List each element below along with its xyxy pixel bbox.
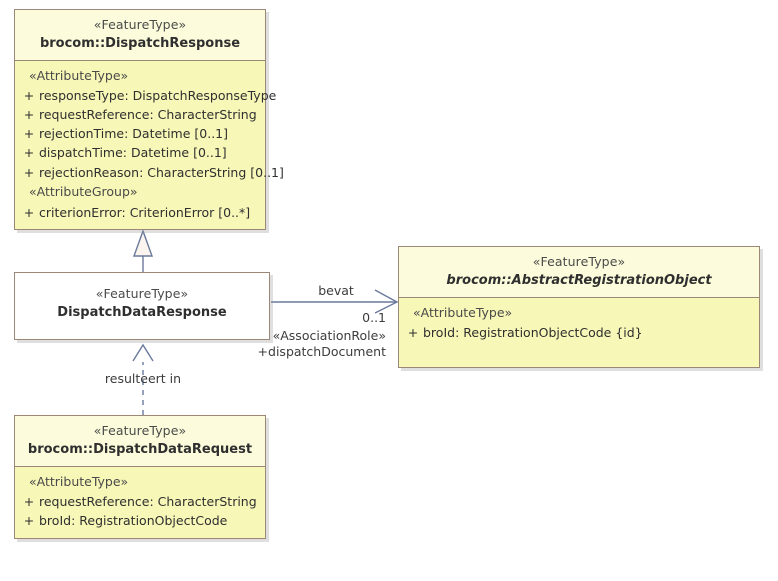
attribute-row[interactable]: + dispatchTime: Datetime [0..1] — [19, 144, 261, 163]
attribute-row[interactable]: + requestReference: CharacterString — [19, 106, 261, 125]
association-role-stereotype: «AssociationRole» — [272, 328, 386, 343]
attribute-visibility: + — [23, 164, 35, 180]
attribute-visibility: + — [23, 126, 35, 142]
attribute-row[interactable]: + rejectionReason: CharacterString [0..1… — [19, 163, 284, 182]
attribute-visibility: + — [23, 107, 35, 123]
attribute-text: responseType: DispatchResponseType — [39, 88, 277, 104]
class-box-dispatch-data-response[interactable]: «FeatureType» DispatchDataResponse — [14, 272, 270, 340]
class-name: brocom::AbstractRegistrationObject — [446, 272, 712, 288]
class-header-dispatch-data-request: «FeatureType» brocom::DispatchDataReques… — [15, 416, 265, 466]
attribute-visibility: + — [23, 494, 35, 510]
class-stereotype: «FeatureType» — [532, 254, 626, 269]
attribute-row[interactable]: + responseType: DispatchResponseType — [19, 87, 277, 106]
attribute-text: requestReference: CharacterString — [39, 494, 257, 510]
attribute-group-label: «AttributeType» — [29, 473, 129, 489]
class-stereotype: «FeatureType» — [93, 17, 187, 32]
attribute-text: broId: RegistrationObjectCode — [39, 513, 228, 529]
class-header-dispatch-response: «FeatureType» brocom::DispatchResponse — [15, 10, 265, 60]
attribute-visibility: + — [23, 145, 35, 161]
attribute-row[interactable]: + requestReference: CharacterString — [19, 493, 261, 512]
class-box-dispatch-data-request[interactable]: «FeatureType» brocom::DispatchDataReques… — [14, 415, 266, 539]
attribute-group-label: «AttributeGroup» — [29, 184, 138, 200]
generalization-connector[interactable] — [133, 228, 153, 272]
attribute-row[interactable]: + rejectionTime: Datetime [0..1] — [19, 125, 261, 144]
compartment-divider — [399, 296, 759, 298]
class-name: brocom::DispatchResponse — [39, 35, 241, 51]
attribute-text: requestReference: CharacterString — [39, 107, 257, 123]
class-attributes-dispatch-data-request: «AttributeType» + requestReference: Char… — [15, 466, 265, 538]
attribute-group-label: «AttributeType» — [29, 67, 129, 83]
association-name-label: bevat — [318, 283, 354, 298]
class-stereotype: «FeatureType» — [93, 423, 187, 438]
attribute-visibility: + — [23, 204, 35, 220]
class-attributes-abstract-registration-object: «AttributeType» + broId: RegistrationObj… — [399, 297, 759, 367]
attribute-text: rejectionTime: Datetime [0..1] — [39, 126, 229, 142]
attribute-text: criterionError: CriterionError [0..*] — [39, 204, 251, 220]
attribute-text: rejectionReason: CharacterString [0..1] — [39, 164, 284, 180]
class-name: DispatchDataResponse — [57, 304, 227, 320]
compartment-divider — [15, 59, 265, 61]
class-stereotype: «FeatureType» — [95, 286, 189, 301]
attribute-text: dispatchTime: Datetime [0..1] — [39, 145, 227, 161]
attribute-visibility: + — [23, 88, 35, 104]
attribute-row[interactable]: + broId: RegistrationObjectCode {id} — [403, 324, 755, 343]
class-box-dispatch-response[interactable]: «FeatureType» brocom::DispatchResponse «… — [14, 9, 284, 231]
class-header-abstract-registration-object: «FeatureType» brocom::AbstractRegistrati… — [399, 247, 759, 297]
class-header-dispatch-data-response: «FeatureType» DispatchDataResponse — [15, 273, 269, 329]
class-box-abstract-registration-object[interactable]: «FeatureType» brocom::AbstractRegistrati… — [398, 246, 760, 368]
realization-label: resulteert in — [104, 371, 182, 386]
attribute-row[interactable]: + criterionError: CriterionError [0..*] — [19, 203, 261, 222]
attribute-row[interactable]: + broId: RegistrationObjectCode — [19, 512, 261, 531]
attribute-group-label: «AttributeType» — [413, 304, 513, 320]
association-role-name: +dispatchDocument — [257, 344, 386, 359]
attribute-visibility: + — [407, 325, 419, 341]
class-attributes-dispatch-response: «AttributeType» + responseType: Dispatch… — [15, 60, 284, 230]
class-name: brocom::DispatchDataRequest — [27, 441, 253, 457]
attribute-visibility: + — [23, 513, 35, 529]
association-target-multiplicity: 0..1 — [362, 310, 386, 325]
compartment-divider — [15, 465, 265, 467]
attribute-text: broId: RegistrationObjectCode {id} — [423, 325, 643, 341]
